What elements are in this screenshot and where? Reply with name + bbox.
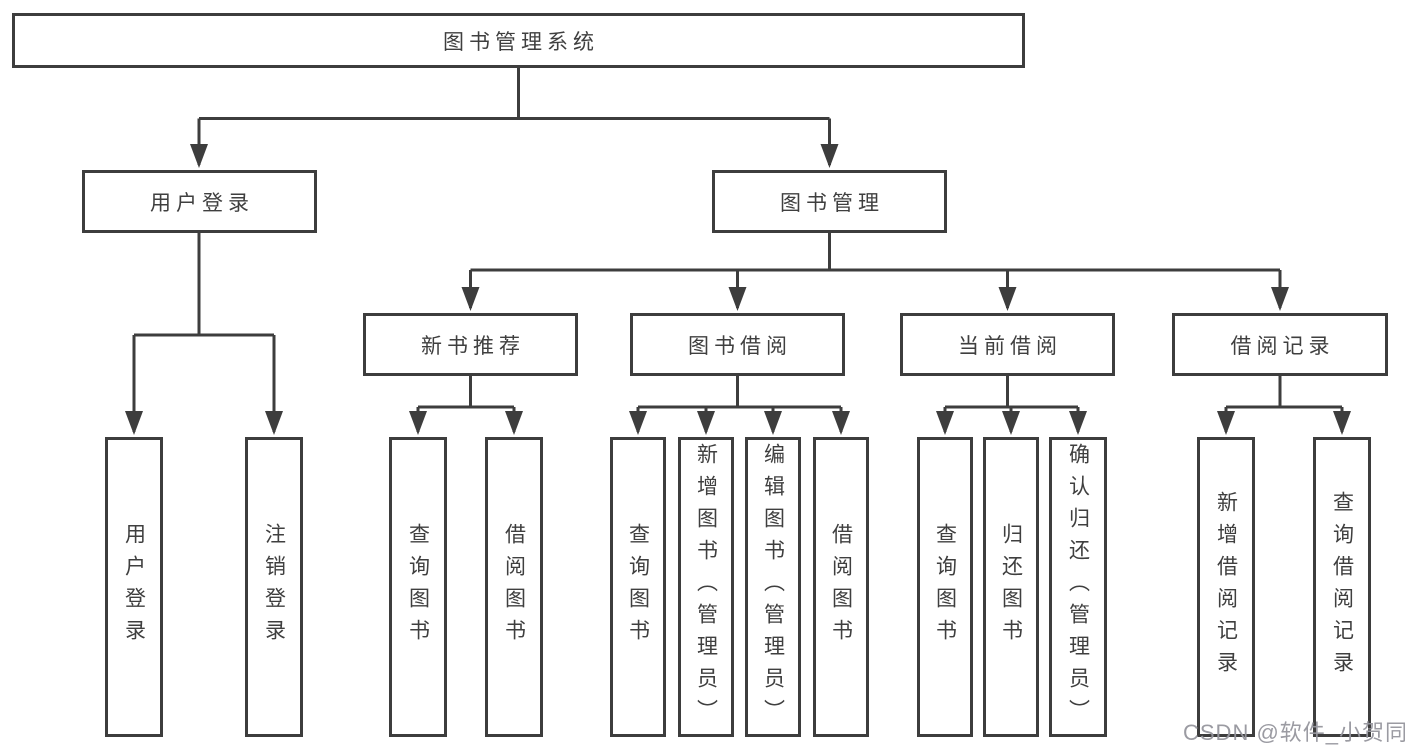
leaf-borrow-book: 借阅图书 xyxy=(813,437,869,737)
node-label: 用户登录 xyxy=(150,191,254,215)
leaf-label: 查询图书 xyxy=(626,523,650,651)
leaf-query-book: 查询图书 xyxy=(389,437,447,737)
leaf-return-book: 归还图书 xyxy=(983,437,1039,737)
node-label: 新书推荐 xyxy=(421,334,525,358)
node-borrowing-records: 借阅记录 xyxy=(1172,313,1388,376)
node-label: 图书借阅 xyxy=(688,334,792,358)
leaf-label: 注销登录 xyxy=(262,523,286,651)
leaf-label: 确认归还（管理员） xyxy=(1066,443,1090,731)
leaf-label: 用户登录 xyxy=(122,523,146,651)
node-label: 借阅记录 xyxy=(1230,334,1335,358)
leaf-label: 借阅图书 xyxy=(502,523,526,651)
leaf-borrow-book: 借阅图书 xyxy=(485,437,543,737)
leaf-user-login: 用户登录 xyxy=(105,437,163,737)
leaf-label: 归还图书 xyxy=(999,523,1023,651)
leaf-logout: 注销登录 xyxy=(245,437,303,737)
watermark: CSDN @软件_小贺同学 xyxy=(1183,720,1405,745)
leaf-edit-book-admin: 编辑图书（管理员） xyxy=(745,437,801,737)
leaf-label: 新增借阅记录 xyxy=(1214,491,1238,683)
node-label: 当前借阅 xyxy=(958,334,1062,358)
leaf-confirm-return-admin: 确认归还（管理员） xyxy=(1049,437,1107,737)
leaf-label: 查询借阅记录 xyxy=(1330,491,1354,683)
node-label: 图书管理系统 xyxy=(443,30,599,54)
connector-arrows xyxy=(125,118,1351,435)
node-label: 图书管理 xyxy=(780,191,884,215)
node-new-book-recommendation: 新书推荐 xyxy=(363,313,578,376)
leaf-query-book: 查询图书 xyxy=(610,437,666,737)
node-current-borrowing: 当前借阅 xyxy=(900,313,1115,376)
leaf-add-book-admin: 新增图书（管理员） xyxy=(678,437,734,737)
node-library-management-system: 图书管理系统 xyxy=(12,13,1025,68)
leaf-label: 查询图书 xyxy=(933,523,957,651)
leaf-label: 新增图书（管理员） xyxy=(694,443,718,731)
leaf-label: 编辑图书（管理员） xyxy=(761,443,785,731)
node-user-login: 用户登录 xyxy=(82,170,317,233)
node-book-borrowing: 图书借阅 xyxy=(630,313,845,376)
leaf-label: 借阅图书 xyxy=(829,523,853,651)
leaf-label: 查询图书 xyxy=(406,523,430,651)
leaf-query-borrow-record: 查询借阅记录 xyxy=(1313,437,1371,737)
leaf-query-book: 查询图书 xyxy=(917,437,973,737)
leaf-add-borrow-record: 新增借阅记录 xyxy=(1197,437,1255,737)
node-book-management: 图书管理 xyxy=(712,170,947,233)
